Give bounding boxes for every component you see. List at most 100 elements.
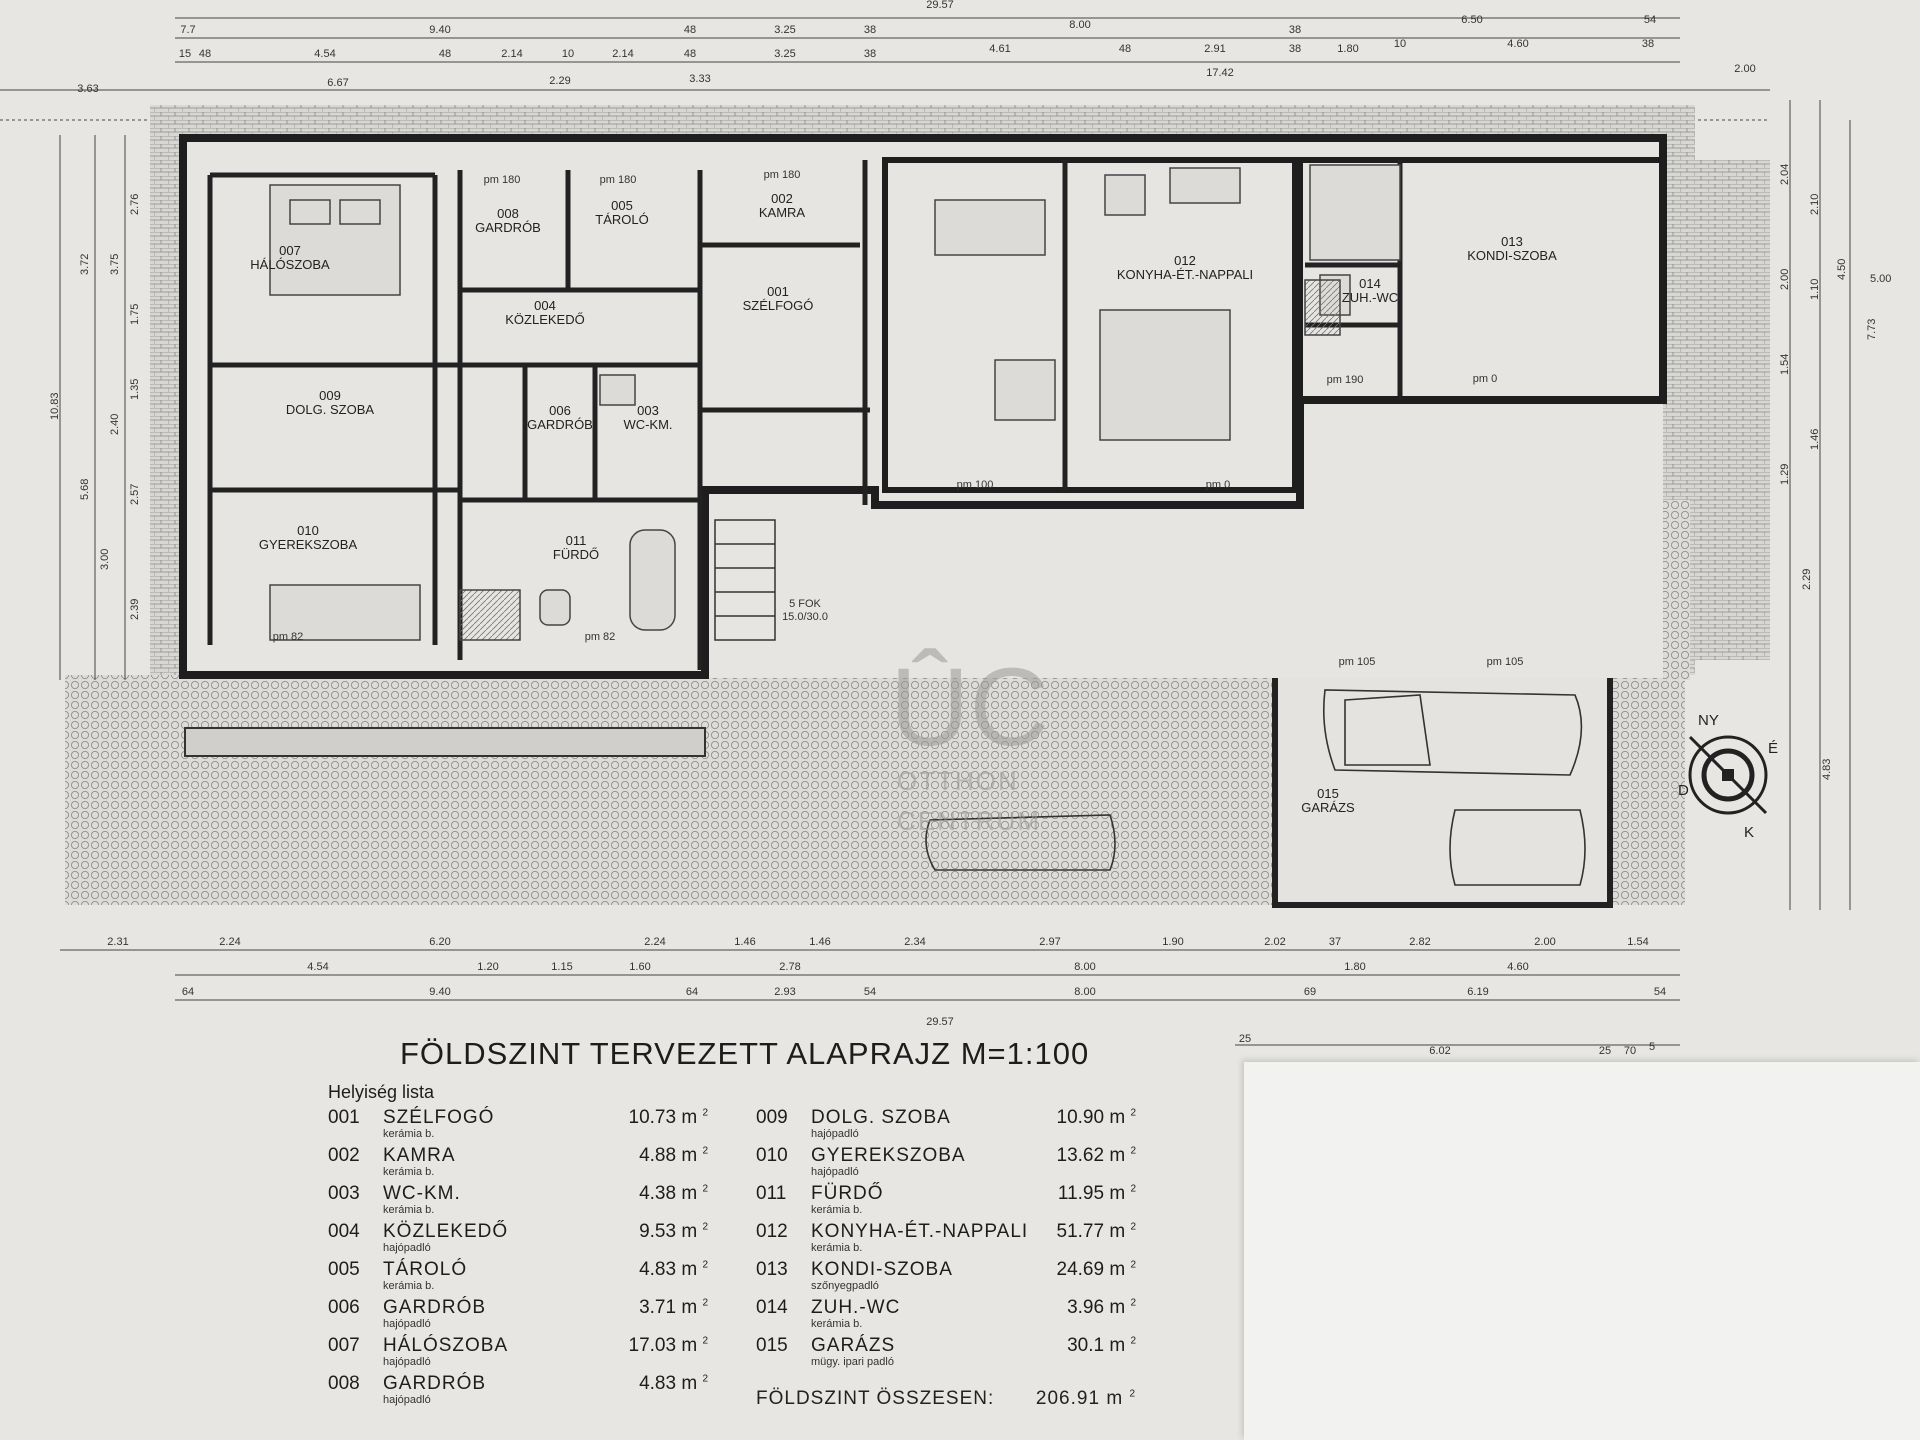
svg-text:pm 180: pm 180 xyxy=(764,169,801,181)
svg-text:OTTHON: OTTHON xyxy=(897,766,1019,796)
svg-text:4.83: 4.83 xyxy=(1821,759,1833,780)
dim-top-d: 3.25 xyxy=(774,24,795,36)
svg-text:001: 001 xyxy=(767,284,789,299)
opening-labels: pm 180 pm 180 pm 180 pm 190 pm 82 pm 82 … xyxy=(273,169,1524,668)
svg-text:2.34: 2.34 xyxy=(904,936,925,948)
dim-top-b: 9.40 xyxy=(429,24,450,36)
svg-text:D: D xyxy=(1678,782,1689,799)
svg-text:1.29: 1.29 xyxy=(1779,464,1791,485)
svg-text:1.10: 1.10 xyxy=(1809,279,1821,300)
svg-text:2.29: 2.29 xyxy=(1801,569,1813,590)
svg-text:2.24: 2.24 xyxy=(644,936,665,948)
top-dimension-lines xyxy=(0,17,1770,121)
svg-text:2.82: 2.82 xyxy=(1409,936,1430,948)
svg-text:10: 10 xyxy=(1394,38,1406,50)
svg-text:7.73: 7.73 xyxy=(1866,319,1878,340)
room-material: szőnyegpadló xyxy=(811,1280,879,1292)
room-material: hajópadló xyxy=(811,1128,859,1140)
svg-text:2.14: 2.14 xyxy=(612,48,633,60)
svg-text:3.75: 3.75 xyxy=(109,254,121,275)
svg-text:CENTRUM: CENTRUM xyxy=(897,806,1041,836)
svg-text:pm 100: pm 100 xyxy=(957,479,994,491)
room-area: 11.95 m 2 xyxy=(1057,1183,1136,1204)
svg-text:010: 010 xyxy=(297,523,319,538)
svg-text:69: 69 xyxy=(1304,986,1316,998)
room-area: 4.83 m 2 xyxy=(639,1259,708,1280)
room-code: 010 xyxy=(756,1145,788,1166)
svg-text:29.57: 29.57 xyxy=(926,1016,954,1028)
svg-text:5.68: 5.68 xyxy=(79,479,91,500)
room-area: 51.77 m 2 xyxy=(1056,1221,1137,1242)
room-code: 008 xyxy=(328,1373,360,1394)
svg-text:6.02: 6.02 xyxy=(1429,1045,1450,1057)
svg-text:2.00: 2.00 xyxy=(1734,63,1755,75)
svg-text:ZUH.-WC: ZUH.-WC xyxy=(1342,290,1398,305)
svg-text:6.19: 6.19 xyxy=(1467,986,1488,998)
svg-text:4.54: 4.54 xyxy=(314,48,335,60)
room-code: 014 xyxy=(756,1297,788,1318)
svg-text:38: 38 xyxy=(864,48,876,60)
svg-text:005: 005 xyxy=(611,198,633,213)
svg-text:É: É xyxy=(1768,740,1778,757)
svg-text:25: 25 xyxy=(1239,1033,1251,1045)
svg-text:6.67: 6.67 xyxy=(327,77,348,89)
bottom-dimension-labels: 2.31 2.24 6.20 2.24 1.46 1.46 2.34 2.97 … xyxy=(107,936,1666,1057)
svg-text:8.00: 8.00 xyxy=(1074,961,1095,973)
room-area: 10.90 m 2 xyxy=(1056,1107,1137,1128)
room-name: GARDRÓB xyxy=(383,1297,487,1318)
room-material: kerámia b. xyxy=(811,1318,863,1330)
room-name: HÁLÓSZOBA xyxy=(383,1335,509,1356)
room-name: FÜRDŐ xyxy=(811,1183,884,1204)
svg-text:10: 10 xyxy=(562,48,574,60)
room-area: 3.71 m 2 xyxy=(639,1297,708,1318)
svg-text:5: 5 xyxy=(1649,1041,1655,1053)
svg-text:1.46: 1.46 xyxy=(809,936,830,948)
svg-text:2.76: 2.76 xyxy=(129,194,141,215)
svg-text:2.02: 2.02 xyxy=(1264,936,1285,948)
svg-text:2.14: 2.14 xyxy=(501,48,522,60)
svg-text:37: 37 xyxy=(1329,936,1341,948)
total-value: 206.91 m 2 xyxy=(1035,1388,1136,1409)
dim-top-f: 8.00 xyxy=(1069,19,1090,31)
svg-text:1.46: 1.46 xyxy=(1809,429,1821,450)
svg-text:4.50: 4.50 xyxy=(1836,259,1848,280)
svg-text:2.91: 2.91 xyxy=(1204,43,1225,55)
svg-text:GYEREKSZOBA: GYEREKSZOBA xyxy=(259,537,358,552)
interior-walls xyxy=(207,160,1403,670)
room-area: 4.88 m 2 xyxy=(639,1145,708,1166)
svg-text:pm 82: pm 82 xyxy=(585,631,616,643)
room-material: hajópadló xyxy=(383,1356,431,1368)
svg-text:pm 180: pm 180 xyxy=(484,174,521,186)
svg-text:48: 48 xyxy=(199,48,211,60)
svg-text:SZÉLFOGÓ: SZÉLFOGÓ xyxy=(743,298,814,313)
dim-top-total: 29.57 xyxy=(926,0,954,11)
svg-text:003: 003 xyxy=(637,403,659,418)
room-name: TÁROLÓ xyxy=(383,1259,468,1280)
svg-text:WC-KM.: WC-KM. xyxy=(623,417,672,432)
dim-top-c: 48 xyxy=(684,24,696,36)
room-code: 002 xyxy=(328,1145,360,1166)
svg-text:015: 015 xyxy=(1317,786,1339,801)
room-area: 24.69 m 2 xyxy=(1056,1259,1137,1280)
room-area: 13.62 m 2 xyxy=(1056,1145,1137,1166)
room-code: 011 xyxy=(756,1183,787,1204)
svg-text:pm 105: pm 105 xyxy=(1487,656,1524,668)
room-code: 001 xyxy=(328,1107,360,1128)
cars xyxy=(925,689,1586,886)
svg-text:006: 006 xyxy=(549,403,571,418)
room-list-header: Helyiség lista xyxy=(328,1082,435,1102)
room-code: 015 xyxy=(756,1335,788,1356)
svg-text:KONYHA-ÉT.-NAPPALI: KONYHA-ÉT.-NAPPALI xyxy=(1117,267,1253,282)
room-code: 013 xyxy=(756,1259,788,1280)
room-name: KONYHA-ÉT.-NAPPALI xyxy=(811,1221,1029,1242)
room-code: 006 xyxy=(328,1297,360,1318)
svg-text:3.33: 3.33 xyxy=(689,73,710,85)
svg-text:009: 009 xyxy=(319,388,341,403)
